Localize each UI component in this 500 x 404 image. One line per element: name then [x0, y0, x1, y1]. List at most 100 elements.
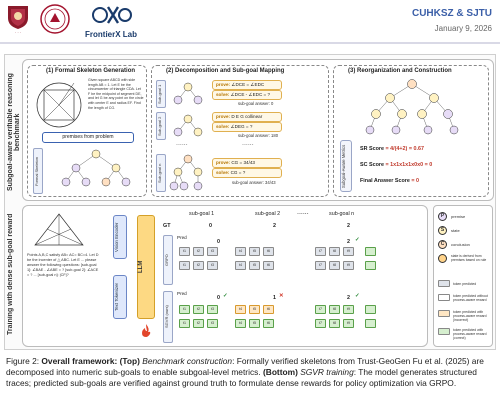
- formal-skeleton-tag: Formal Skeleton: [33, 148, 43, 194]
- sgvr-token: t7: [315, 319, 326, 328]
- swatch-without-reward: [438, 294, 450, 301]
- subgoal-n-tag: Sub-goal n: [156, 154, 166, 192]
- caption-sgvr-tag: SGVR training: [300, 367, 354, 377]
- grpo-token: t5: [249, 247, 260, 256]
- header-divider: [0, 42, 500, 44]
- panel1-title: (1) Formal Skeleton Generation: [46, 68, 136, 74]
- subgoal-head-1: sub-goal 1: [189, 211, 215, 217]
- grpo-token: t6: [263, 247, 274, 256]
- sgvr-token: t1: [179, 305, 190, 314]
- date-label: January 9, 2026: [434, 24, 492, 33]
- skeleton-graph: [61, 149, 131, 187]
- sgvr-token: t8: [329, 305, 340, 314]
- subgoal-1-solve: solve: ∠DCE - ∠EDC = ?: [212, 90, 282, 100]
- sgvr-token: t6: [263, 319, 274, 328]
- ellipsis-left: ......: [176, 140, 188, 147]
- framework-figure: Subgoal-aware verifiable reasoning bench…: [4, 54, 496, 350]
- grpo-token: t3: [207, 247, 218, 256]
- subgoal-1-prove: prove: ∠DCE = ∠EDC: [212, 80, 282, 90]
- legend-swatch-without-reward: token predicted without process-aware re…: [438, 294, 492, 302]
- grpo-reward-token: [365, 261, 376, 270]
- institutions-label: CUHKSZ & SJTU: [411, 8, 492, 19]
- subgoal-2-answer: sub-goal answer: 180: [238, 133, 279, 138]
- subgoal-2-tag: Sub-goal 2: [156, 112, 166, 140]
- derived-state-icon: [438, 254, 447, 263]
- university-seal-logo: [8, 6, 28, 29]
- premises-box: premises from problem: [42, 132, 134, 143]
- grpo-pred-label: Pred: [177, 235, 187, 240]
- grpo-pred-1: 0: [217, 239, 220, 245]
- top-side-label: Subgoal-aware verifiable reasoning bench…: [7, 73, 21, 191]
- sgvr-reward-token: [365, 305, 376, 314]
- gt-label: GT: [163, 223, 171, 229]
- sgvr-cross-icon: ✕: [279, 293, 284, 299]
- legend-panel: P premise S state C conclusion state is …: [433, 205, 493, 347]
- gt-value-1: 0: [209, 223, 212, 229]
- legend-item-state: S state: [438, 226, 492, 235]
- legend-swatch-predicted: token predicted: [438, 280, 492, 287]
- sgvr-token: t2: [193, 305, 204, 314]
- legend-item-derivation: state is derived from premises based on …: [438, 254, 492, 263]
- sgvr-token: t5: [249, 305, 260, 314]
- sgvr-token: t7: [315, 305, 326, 314]
- figure-caption: Figure 2: Overall framework: (Top) Bench…: [6, 356, 494, 389]
- subgoal-head-n: sub-goal n: [329, 211, 355, 217]
- grpo-token: t8: [329, 261, 340, 270]
- sgvr-token: t1: [179, 319, 190, 328]
- legend-item-conclusion: C conclusion: [438, 240, 492, 249]
- sgvr-pred-n: 2: [347, 295, 350, 301]
- caption-text-2: : The model generates structured traces;…: [6, 367, 477, 388]
- subgoal-1-answer: sub-goal answer: 0: [238, 101, 274, 106]
- grpo-pred-n: 2: [347, 239, 350, 245]
- caption-bench-tag: Benchmark construction: [142, 356, 233, 366]
- subgoal-n-graph: [169, 154, 203, 191]
- subgoal-1-tag: Sub-goal 1: [156, 80, 166, 108]
- premise-node-icon: P: [438, 212, 447, 221]
- sgvr-tag: SGVR (ours): [163, 291, 173, 343]
- subgoal-ellipsis: ......: [297, 209, 309, 216]
- caption-title: Overall framework:: [41, 356, 118, 366]
- llm-block: LLM: [137, 215, 155, 319]
- sgvr-token: t6: [263, 305, 274, 314]
- seal-caption: · · ·: [14, 30, 22, 35]
- conclusion-node-icon: C: [438, 240, 447, 249]
- sgvr-token: t3: [207, 319, 218, 328]
- state-node-icon: S: [438, 226, 447, 235]
- ellipsis-right: ......: [242, 140, 254, 147]
- legend-swatch-incorrect: token predicted with process-aware rewar…: [438, 310, 492, 322]
- metrics-tag: Subgoal-Aware Metrics: [340, 140, 352, 192]
- university-round-logo: [40, 4, 70, 34]
- frontierx-logo: [92, 6, 132, 24]
- swatch-incorrect: [438, 310, 450, 317]
- subgoal-n-answer: sub-goal answer: 34/43: [232, 180, 276, 185]
- legend-item-premise: P premise: [438, 212, 492, 221]
- grpo-token: t9: [343, 261, 354, 270]
- grpo-token: t7: [315, 247, 326, 256]
- caption-fig-label: Figure 2:: [6, 356, 40, 366]
- panel-decomposition: (2) Decomposition and Sub-goal Mapping S…: [151, 65, 329, 197]
- grpo-token: t6: [263, 261, 274, 270]
- sgvr-check-icon-n: ✓: [355, 293, 360, 299]
- vision-encoder: Vision Encoder: [113, 215, 127, 259]
- subgoal-2-graph: [173, 114, 203, 137]
- subgoal-2-solve: solve: ∠DEG = ?: [212, 122, 282, 132]
- sgvr-reward-token: [365, 319, 376, 328]
- sgvr-token: t4: [235, 319, 246, 328]
- gt-value-2: 2: [273, 223, 276, 229]
- grpo-token: t8: [329, 247, 340, 256]
- grpo-token: t1: [179, 247, 190, 256]
- panel3-title: (3) Reorganization and Construction: [348, 68, 452, 74]
- caption-top-tag: (Top): [119, 356, 140, 366]
- subgoal-n-prove: prove: CG = 34/43: [212, 158, 282, 168]
- grpo-token: t3: [207, 261, 218, 270]
- grpo-token: t5: [249, 261, 260, 270]
- subgoal-1-graph: [173, 82, 203, 105]
- sgvr-token: t8: [329, 319, 340, 328]
- subgoal-2-prove: prove: D E G collinear: [212, 112, 282, 122]
- swatch-predicted: [438, 280, 450, 287]
- grpo-token: t7: [315, 261, 326, 270]
- sgvr-token: t3: [207, 305, 218, 314]
- sc-score: SC Score = 1x1x1x1x0x0 = 0: [360, 162, 433, 168]
- subgoal-n-solve: solve: CG = ?: [212, 168, 282, 178]
- problem-statement: Given square ABCD with side length AB = …: [88, 78, 144, 110]
